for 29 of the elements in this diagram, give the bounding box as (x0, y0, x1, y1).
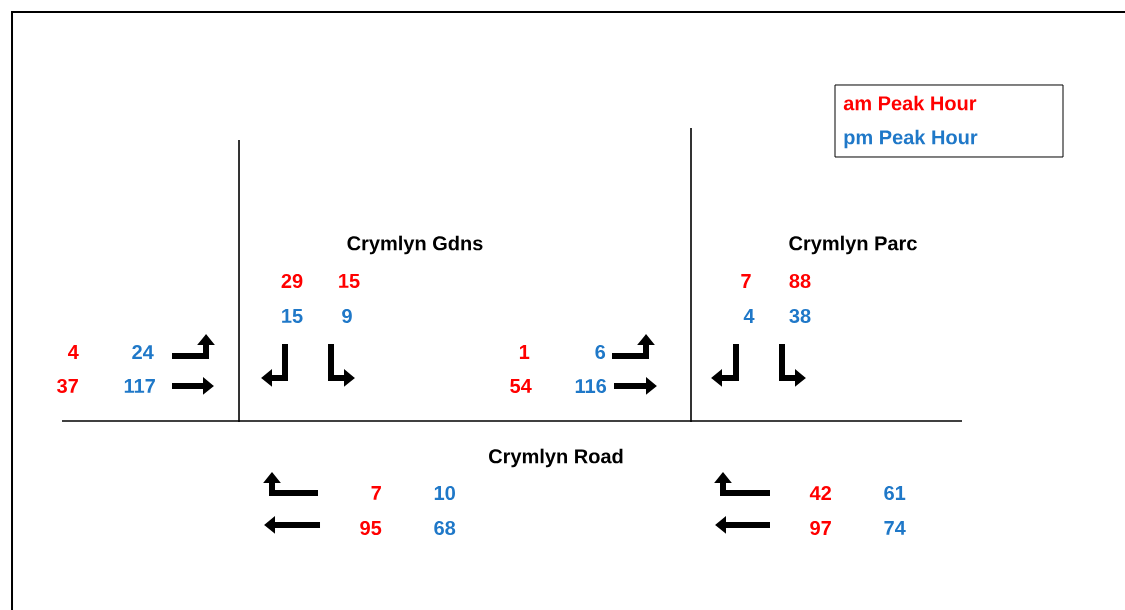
count-label: 4 (68, 345, 79, 359)
count-label: 9 (342, 308, 352, 324)
road-label: Crymlyn Road (489, 448, 623, 468)
count-label: 10 (434, 485, 455, 501)
count-label: 4 (743, 309, 755, 323)
count-label: 68 (434, 520, 456, 536)
legend-entry: pm Peak Hour (844, 129, 978, 149)
count-label: 95 (360, 520, 382, 536)
count-label: 54 (510, 379, 532, 393)
road-label: Crymlyn Parc (789, 235, 917, 255)
count-label: 15 (339, 274, 360, 288)
count-label: 24 (132, 345, 154, 359)
count-label: 38 (789, 308, 811, 324)
legend-entry: am Peak Hour (843, 95, 977, 111)
count-label: 74 (884, 521, 906, 535)
count-label: 1 (519, 345, 530, 359)
count-label: 15 (282, 309, 303, 323)
count-label: 37 (57, 378, 78, 394)
count-label: 116 (575, 378, 607, 394)
count-label: 88 (789, 273, 811, 289)
count-label: 7 (741, 274, 751, 288)
count-label: 42 (809, 486, 831, 500)
count-label: 7 (371, 486, 381, 500)
road-label: Crymlyn Gdns (347, 235, 483, 255)
count-label: 29 (281, 273, 303, 289)
count-label: 117 (124, 379, 155, 393)
count-label: 61 (884, 485, 906, 501)
count-label: 6 (595, 344, 606, 360)
count-label: 97 (810, 520, 831, 536)
